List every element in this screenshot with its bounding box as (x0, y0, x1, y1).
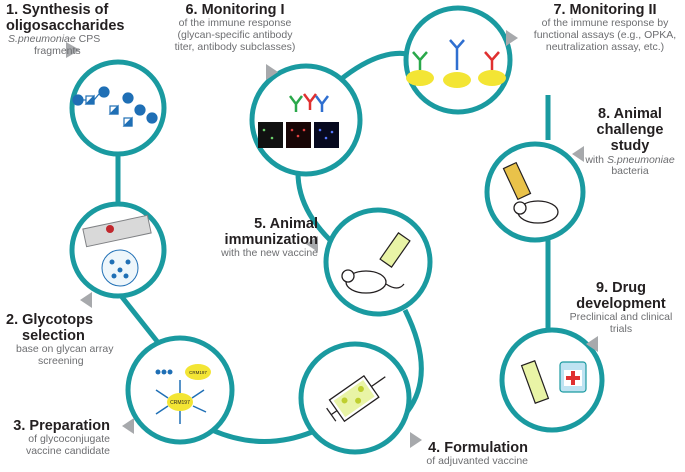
arrow-icon (506, 30, 518, 46)
step-3-title-line1: 3. Preparation (13, 418, 110, 434)
circle-step-6 (249, 63, 363, 177)
step-5-label: 5. Animal immunization with the new vacc… (196, 216, 318, 260)
glycoconjugate-icon (155, 364, 211, 424)
arrow-icon (306, 236, 318, 252)
step-8-title-line2: challenge study (596, 122, 664, 155)
step-3-sub-line2: vaccine candidate (25, 444, 110, 457)
step-9-label: 9. Drug development Preclinical and clin… (560, 280, 682, 336)
step-1-sub-rest: CPS (75, 33, 101, 46)
arrow-icon (410, 432, 422, 448)
antibody-array-icon (258, 93, 339, 148)
step-8-sub-line2: bacteria (611, 165, 649, 178)
step-8-sub-italic: S.pneumoniae (606, 153, 675, 166)
mouse-immunization-icon (341, 232, 411, 294)
step-5-title-line2: immunization (224, 232, 318, 249)
step-6-sub-line2: (glycan-specific antibody (177, 28, 293, 41)
step-9-title-line2: development (576, 296, 666, 313)
crm-label: CRM197 (170, 400, 190, 406)
step-6-title-line1: 6. Monitoring I (185, 2, 285, 18)
step-9-sub-line1: Preclinical and clinical (569, 311, 673, 324)
step-7-title-line1: 7. Monitoring II (553, 2, 657, 18)
arrow-icon (586, 336, 598, 352)
step-1-sub-italic: S.pneumoniae (8, 33, 76, 46)
arrow-icon (80, 292, 92, 308)
step-4-sub-line1: of adjuvanted vaccine (426, 455, 528, 468)
step-7-sub-line3: neutralization assay, etc.) (545, 40, 665, 53)
step-6-sub-line3: titer, antibody subclasses) (174, 40, 296, 53)
arrow-icon (266, 64, 278, 80)
step-8-label: 8. Animal challenge study with S.pneumon… (578, 106, 682, 178)
step-2-sub-line2: screening (38, 355, 84, 368)
step-3-sub-line1: of glycoconjugate (28, 433, 110, 446)
step-4-label: 4. Formulation of adjuvanted vaccine (424, 440, 528, 468)
step-circles (69, 5, 605, 455)
circle-step-5 (323, 207, 433, 317)
step-8-sub-pre: with (585, 153, 607, 166)
step-1-title-line2: oligosaccharides (6, 18, 125, 35)
challenge-study-icon (502, 161, 559, 224)
step-9-sub-line2: trials (609, 323, 633, 336)
drug-development-icon (520, 360, 587, 404)
step-9-title-line1: 9. Drug (596, 280, 646, 296)
step-1-sub-line2: fragments (34, 45, 81, 58)
syringe-icon (326, 374, 386, 423)
step-4-title-line1: 4. Formulation (428, 440, 528, 456)
glycan-array-icon (82, 214, 152, 287)
arrow-icon (572, 146, 584, 162)
step-5-sub-line1: with the new vaccine (221, 247, 318, 260)
step-6-label: 6. Monitoring I of the immune response (… (160, 2, 310, 53)
step-2-label: 2. Glycotops selection base on glycan ar… (6, 312, 113, 368)
arrow-icon (66, 42, 80, 58)
step-5-title-line1: 5. Animal (254, 216, 318, 232)
step-6-sub-line1: of the immune response (178, 17, 292, 30)
circle-step-9 (499, 327, 605, 433)
step-2-title-line2: selection (22, 328, 85, 345)
oligosaccharide-icon (72, 86, 158, 127)
step-3-label: 3. Preparation of glycoconjugate vaccine… (6, 418, 110, 458)
step-7-label: 7. Monitoring II of the immune response … (530, 2, 680, 53)
functional-assay-icon (406, 39, 506, 88)
step-1-label: 1. Synthesis of oligosaccharides S.pneum… (6, 2, 124, 58)
step-1-title-line1: 1. Synthesis of (6, 2, 109, 18)
circle-step-8 (484, 141, 586, 243)
step-7-sub-line2: functional assays (e.g., OPKA, (533, 28, 677, 41)
step-2-title-line1: 2. Glycotops (6, 312, 94, 328)
direction-arrows (66, 30, 598, 448)
crm-small-label: CRM197 (189, 370, 207, 375)
step-2-sub-line1: base on glycan array (16, 343, 114, 356)
arrow-icon (122, 418, 134, 434)
step-7-sub-line1: of the immune response by (541, 17, 669, 30)
step-8-title-line1: 8. Animal (598, 106, 662, 122)
